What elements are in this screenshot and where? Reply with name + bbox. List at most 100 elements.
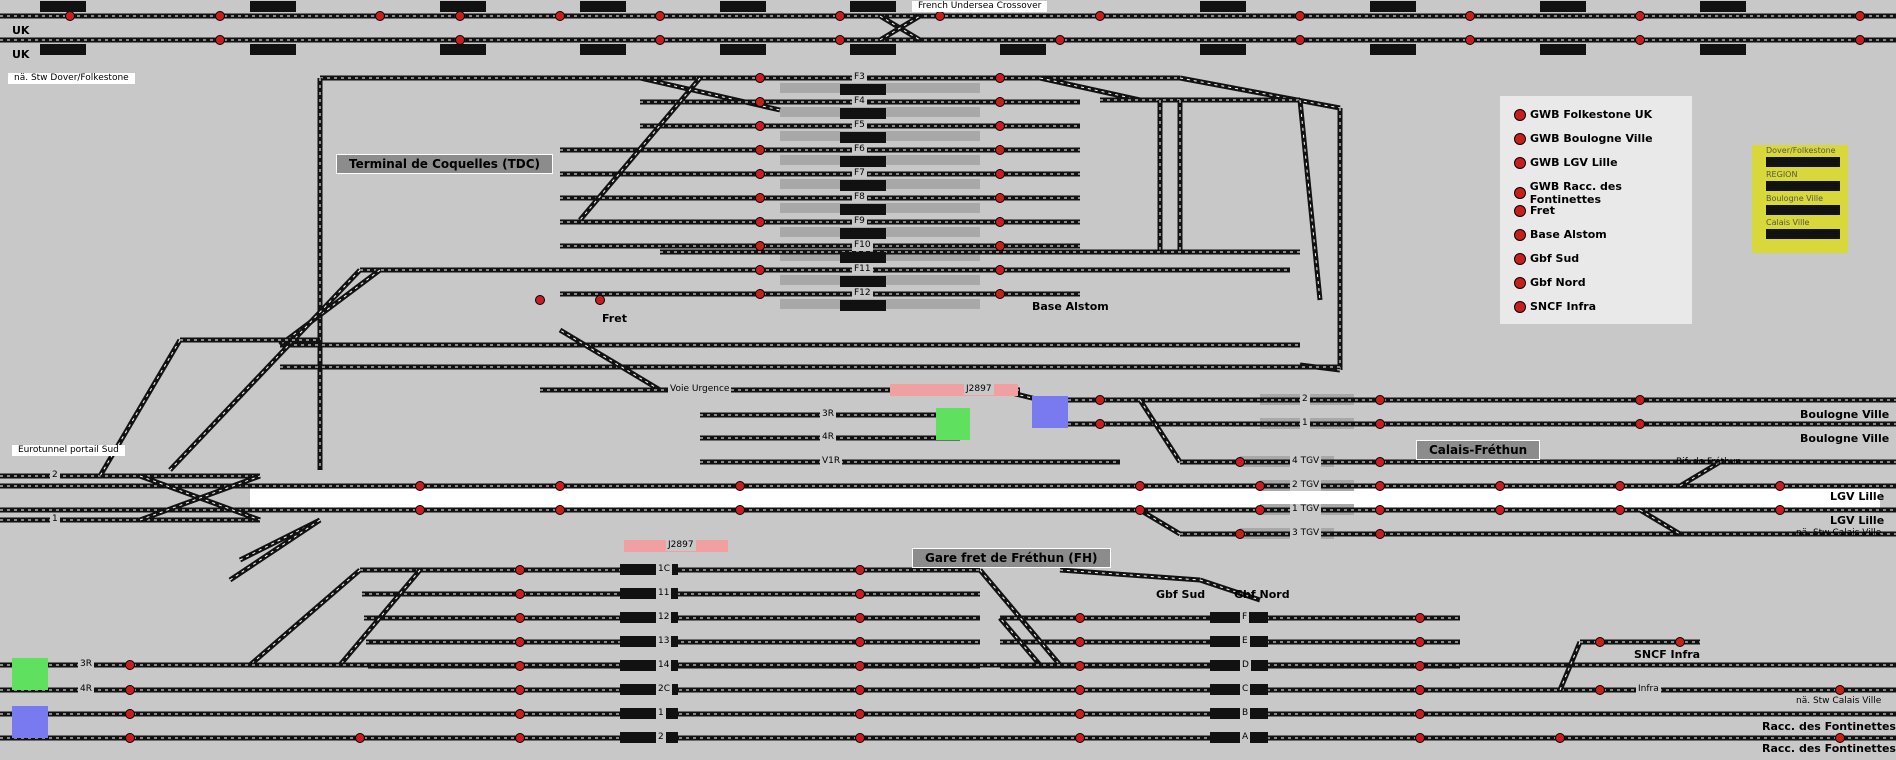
signal-icon[interactable] (1415, 709, 1425, 719)
train-number-block[interactable] (840, 156, 886, 167)
train-number-block[interactable] (840, 300, 886, 311)
legend-item-boulogne[interactable]: GWB Boulogne Ville (1514, 132, 1653, 145)
train-number-block[interactable] (250, 44, 296, 55)
legend-item-fontinettes[interactable]: GWB Racc. des Fontinettes (1514, 180, 1692, 206)
train-number-block[interactable] (1700, 44, 1746, 55)
train-number-block[interactable] (440, 44, 486, 55)
train-number-block[interactable] (840, 228, 886, 239)
signal-icon[interactable] (655, 11, 665, 21)
signal-icon[interactable] (1855, 35, 1865, 45)
signal-icon[interactable] (1075, 733, 1085, 743)
signal-icon[interactable] (995, 289, 1005, 299)
train-number-block[interactable] (850, 44, 896, 55)
signal-icon[interactable] (555, 11, 565, 21)
signal-icon[interactable] (415, 505, 425, 515)
signal-icon[interactable] (855, 637, 865, 647)
signal-icon[interactable] (1465, 35, 1475, 45)
train-number-block[interactable] (1210, 660, 1268, 671)
train-number-block[interactable] (1700, 1, 1746, 12)
signal-icon[interactable] (995, 265, 1005, 275)
train-number-block[interactable] (1200, 44, 1246, 55)
signal-icon[interactable] (1375, 395, 1385, 405)
signal-icon[interactable] (755, 145, 765, 155)
signal-icon[interactable] (1495, 505, 1505, 515)
signal-icon[interactable] (1775, 505, 1785, 515)
signal-icon[interactable] (375, 11, 385, 21)
signal-icon[interactable] (355, 733, 365, 743)
legend-item-fret[interactable]: Fret (1514, 204, 1555, 217)
signal-icon[interactable] (515, 709, 525, 719)
signal-icon[interactable] (1055, 35, 1065, 45)
signal-icon[interactable] (855, 613, 865, 623)
signal-icon[interactable] (1075, 709, 1085, 719)
train-number-block[interactable] (620, 732, 678, 743)
signal-icon[interactable] (995, 241, 1005, 251)
signal-icon[interactable] (415, 481, 425, 491)
signal-icon[interactable] (995, 217, 1005, 227)
train-number-block[interactable] (840, 180, 886, 191)
train-number-block[interactable] (1370, 44, 1416, 55)
signal-icon[interactable] (1415, 637, 1425, 647)
train-number-block[interactable] (440, 1, 486, 12)
signal-icon[interactable] (125, 660, 135, 670)
signal-icon[interactable] (1375, 419, 1385, 429)
train-number-block[interactable] (840, 84, 886, 95)
signal-icon[interactable] (1375, 505, 1385, 515)
signal-icon[interactable] (855, 661, 865, 671)
train-number-block[interactable] (850, 1, 896, 12)
signal-icon[interactable] (515, 637, 525, 647)
train-number-block[interactable] (1370, 1, 1416, 12)
signal-icon[interactable] (1295, 11, 1305, 21)
signal-icon[interactable] (995, 145, 1005, 155)
signal-icon[interactable] (215, 11, 225, 21)
signal-icon[interactable] (1095, 419, 1105, 429)
region-block[interactable] (1766, 181, 1840, 191)
signal-icon[interactable] (1375, 457, 1385, 467)
train-number-block[interactable] (1210, 636, 1268, 647)
signal-icon[interactable] (1555, 733, 1565, 743)
signal-icon[interactable] (455, 11, 465, 21)
signal-icon[interactable] (1255, 505, 1265, 515)
train-number-block[interactable] (1210, 708, 1268, 719)
train-number-block[interactable] (620, 612, 678, 623)
signal-icon[interactable] (855, 685, 865, 695)
train-number-block[interactable] (840, 108, 886, 119)
legend-item-gbf-sud[interactable]: Gbf Sud (1514, 252, 1579, 265)
signal-icon[interactable] (855, 565, 865, 575)
signal-icon[interactable] (515, 685, 525, 695)
train-number-block[interactable] (40, 44, 86, 55)
signal-icon[interactable] (855, 709, 865, 719)
train-number-block[interactable] (580, 44, 626, 55)
signal-icon[interactable] (1775, 481, 1785, 491)
train-number-block[interactable] (620, 588, 678, 599)
signal-icon[interactable] (1615, 481, 1625, 491)
signal-icon[interactable] (1075, 685, 1085, 695)
signal-icon[interactable] (735, 481, 745, 491)
train-number-block[interactable] (720, 1, 766, 12)
train-number-block[interactable] (1540, 44, 1586, 55)
signal-icon[interactable] (515, 733, 525, 743)
signal-icon[interactable] (755, 265, 765, 275)
signal-icon[interactable] (1635, 11, 1645, 21)
signal-icon[interactable] (1075, 637, 1085, 647)
legend-item-sncf-infra[interactable]: SNCF Infra (1514, 300, 1596, 313)
train-number-block[interactable] (1210, 612, 1268, 623)
signal-icon[interactable] (1635, 395, 1645, 405)
train-number-block[interactable] (1210, 684, 1268, 695)
train-number-block[interactable] (840, 204, 886, 215)
signal-icon[interactable] (595, 295, 605, 305)
train-number-block[interactable] (1000, 44, 1046, 55)
train-number-block[interactable] (620, 564, 678, 575)
signal-icon[interactable] (755, 169, 765, 179)
signal-icon[interactable] (755, 73, 765, 83)
signal-icon[interactable] (125, 709, 135, 719)
signal-icon[interactable] (1835, 685, 1845, 695)
signal-icon[interactable] (1495, 481, 1505, 491)
signal-icon[interactable] (65, 11, 75, 21)
signal-icon[interactable] (535, 295, 545, 305)
train-number-block[interactable] (620, 660, 678, 671)
signal-icon[interactable] (755, 241, 765, 251)
train-number-block[interactable] (840, 132, 886, 143)
train-number-block[interactable] (1200, 1, 1246, 12)
signal-icon[interactable] (1135, 505, 1145, 515)
